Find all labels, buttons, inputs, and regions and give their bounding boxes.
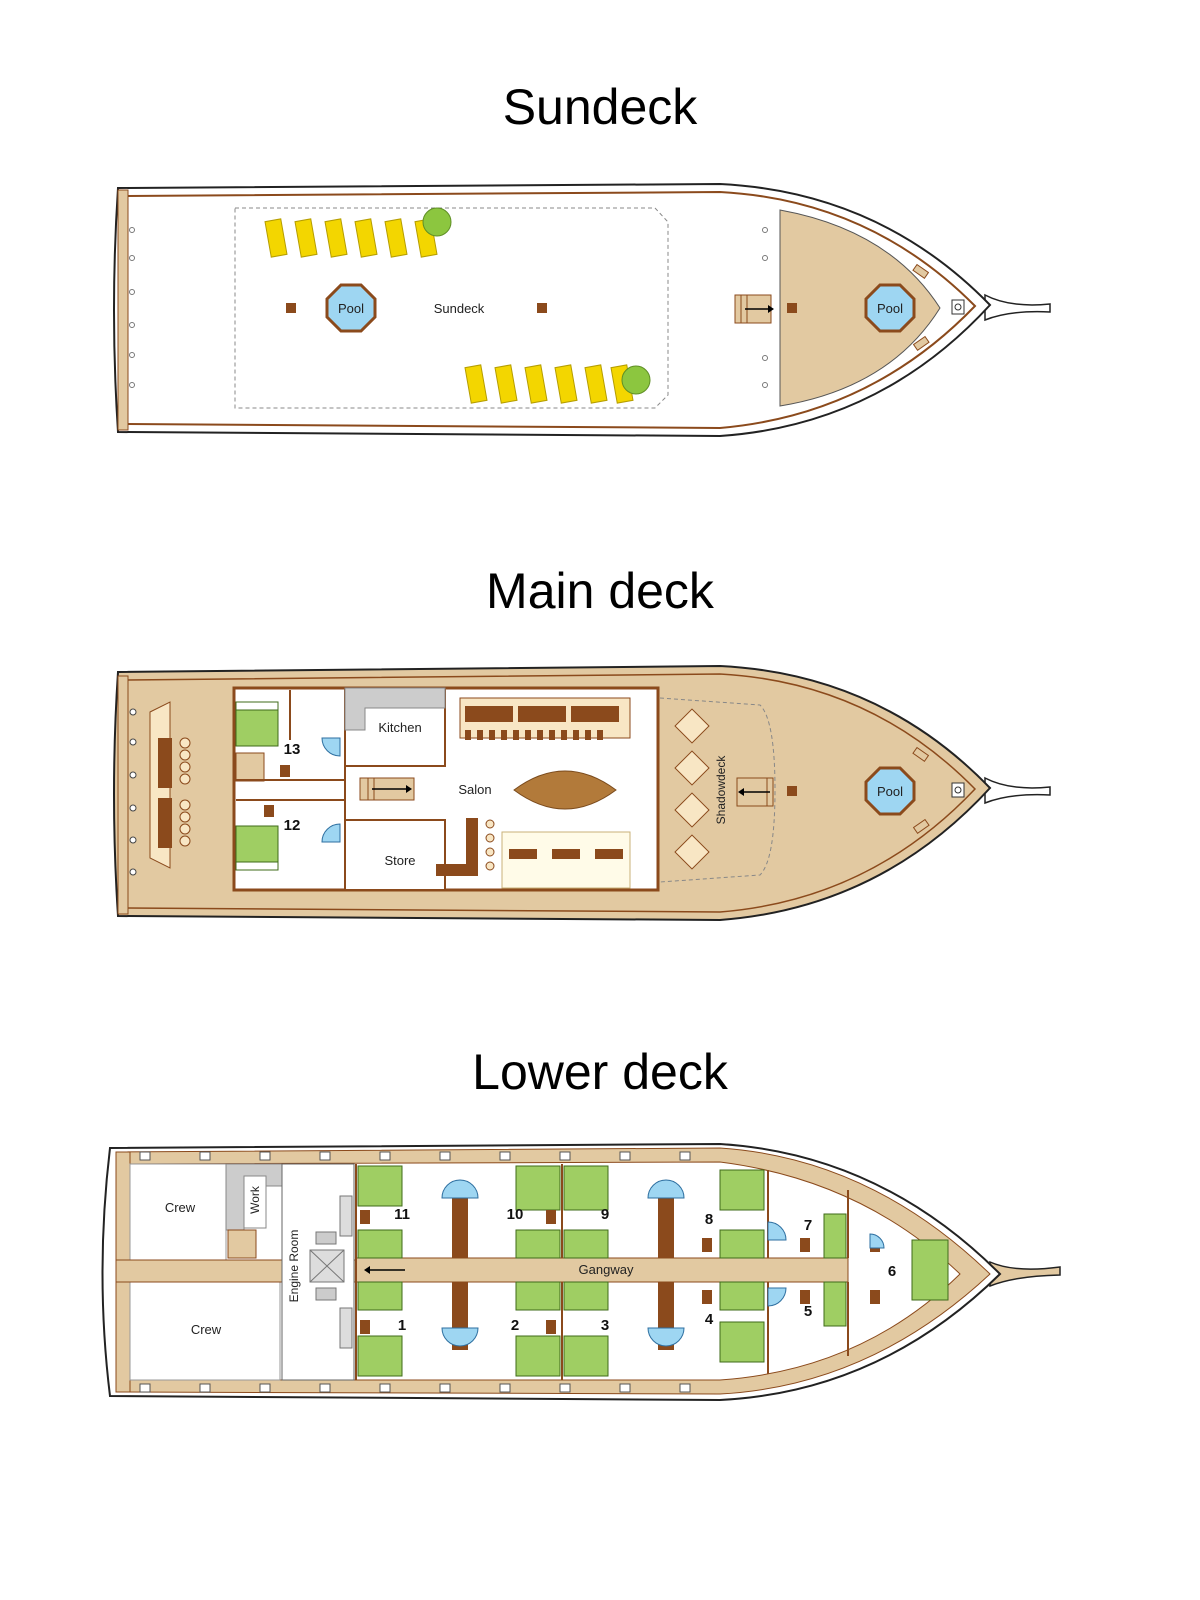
bow-spike [984, 776, 1051, 805]
cabin-9-number: 9 [601, 1206, 609, 1223]
cabin-2-number: 2 [511, 1317, 519, 1334]
main-deck-plan: 13 12 Kitchen Store Salon [113, 664, 1051, 922]
sundeck-title: Sundeck [502, 79, 698, 135]
stairs-icon [736, 777, 774, 807]
engine-room-label: Engine Room [287, 1230, 301, 1303]
cabin-10-number: 10 [507, 1206, 524, 1223]
sundeck-zone [234, 207, 669, 409]
cabin-beds [357, 1165, 949, 1377]
crew-bottom-label: Crew [191, 1322, 222, 1337]
umbrella-icon [621, 365, 651, 395]
pool-label: Pool [877, 784, 903, 799]
cabin-13-number: 13 [284, 741, 301, 758]
pool-aft [325, 283, 377, 333]
deck-chairs [674, 708, 710, 870]
shadowdeck-label: Shadowdeck [714, 755, 728, 825]
lower-deck-title: Lower deck [472, 1044, 728, 1100]
pool-aft-label: Pool [338, 301, 364, 316]
cabin-6-number: 6 [888, 1263, 896, 1280]
cabin-8-number: 8 [705, 1211, 713, 1228]
cabin-4-number: 4 [705, 1311, 714, 1328]
windlass-icon [951, 299, 965, 315]
crew-top-label: Crew [165, 1200, 196, 1215]
gangway [355, 1257, 849, 1283]
cabin-3-number: 3 [601, 1317, 609, 1334]
pool-bow [864, 283, 916, 333]
cabin-11-number: 11 [394, 1206, 410, 1223]
stairs-icon [359, 777, 415, 801]
store-label: Store [384, 853, 415, 868]
umbrella-icon [422, 207, 452, 237]
mast-post [537, 303, 547, 313]
cabin-5-number: 5 [804, 1303, 812, 1320]
mast-post [787, 786, 797, 796]
kitchen-label: Kitchen [378, 720, 421, 735]
loungers-top [264, 218, 438, 258]
sundeck-plan: Pool Sundeck Pool [113, 182, 1051, 438]
shadowdeck-zone [659, 697, 776, 883]
lower-deck-plan: Crew Crew Work Engine Room Gangway [101, 1142, 1061, 1402]
mast-post [787, 303, 797, 313]
pool-bow-label: Pool [877, 301, 903, 316]
gangway-label: Gangway [579, 1262, 634, 1277]
bow-wood-deck [779, 209, 941, 407]
salon-label: Salon [458, 782, 491, 797]
cabin-1-number: 1 [398, 1317, 406, 1334]
salon-table [513, 770, 617, 810]
bow-spike [984, 293, 1051, 322]
main-deck-title: Main deck [486, 563, 714, 619]
cabin-12-number: 12 [284, 817, 301, 834]
mast-post [286, 303, 296, 313]
sundeck-area-label: Sundeck [434, 301, 485, 316]
bow-spike [989, 1260, 1061, 1288]
pool-bow [864, 766, 916, 816]
windlass-icon [951, 782, 965, 798]
stairs-icon [734, 294, 774, 324]
cabin-7-number: 7 [804, 1217, 812, 1234]
work-label: Work [248, 1185, 262, 1214]
